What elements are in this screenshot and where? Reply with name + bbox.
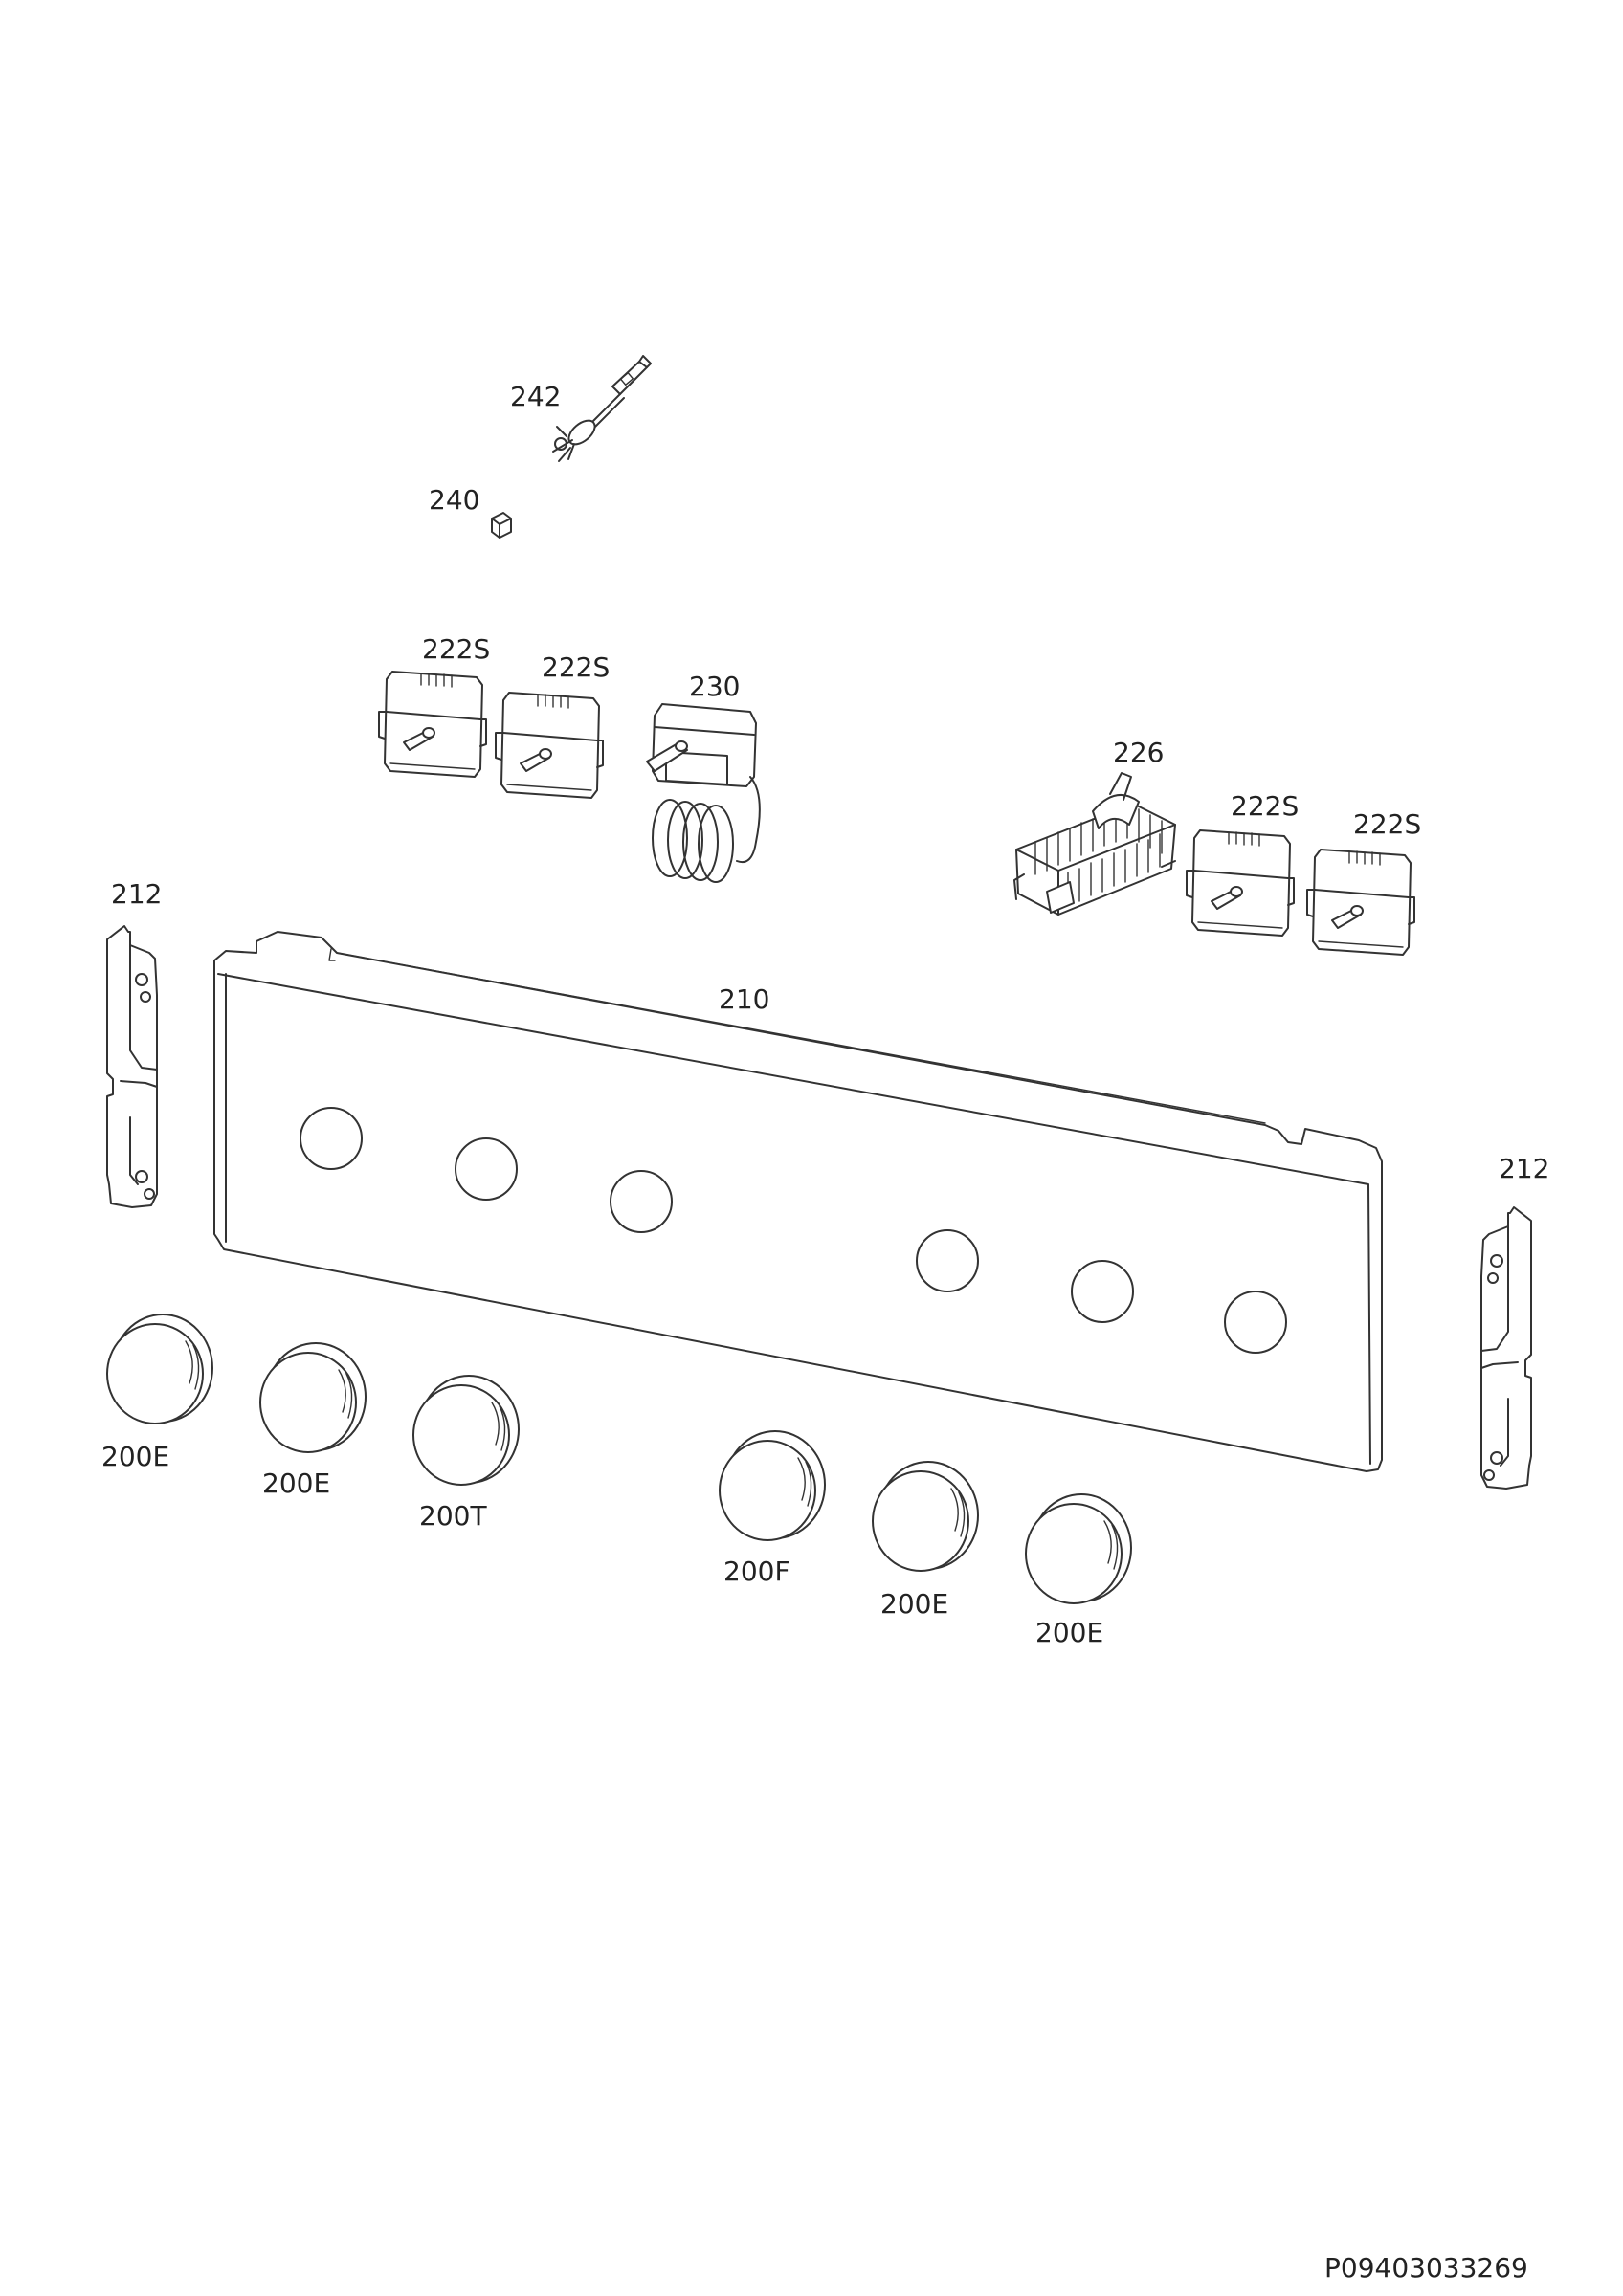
part-222s-switch-c bbox=[1186, 829, 1295, 937]
part-222s-switch-b bbox=[495, 692, 604, 799]
knob-200f-4 bbox=[719, 1430, 826, 1541]
label-230: 230 bbox=[689, 671, 740, 702]
label-222s-d: 222S bbox=[1353, 808, 1421, 840]
label-210: 210 bbox=[719, 983, 769, 1015]
label-240: 240 bbox=[429, 484, 479, 516]
label-222s-a: 222S bbox=[422, 633, 490, 665]
part-230-thermostat bbox=[646, 703, 761, 883]
label-226: 226 bbox=[1113, 737, 1164, 768]
part-212-bracket-right bbox=[1480, 1206, 1532, 1490]
label-knob-2: 200E bbox=[262, 1468, 330, 1499]
part-222s-switch-d bbox=[1306, 849, 1415, 956]
knob-200e-5 bbox=[872, 1461, 979, 1572]
label-knob-6: 200E bbox=[1035, 1617, 1103, 1648]
part-242-sensor-lead bbox=[552, 355, 652, 462]
label-knob-5: 200E bbox=[880, 1588, 948, 1620]
part-240-clip bbox=[491, 512, 512, 539]
part-210-control-panel bbox=[213, 931, 1383, 1472]
label-212-right: 212 bbox=[1499, 1153, 1549, 1184]
label-knob-1: 200E bbox=[101, 1441, 169, 1472]
label-242: 242 bbox=[510, 381, 561, 412]
label-knob-4: 200F bbox=[723, 1556, 790, 1587]
part-226-function-selector bbox=[1013, 772, 1176, 916]
knob-200e-1 bbox=[106, 1314, 213, 1424]
label-212-left: 212 bbox=[111, 878, 162, 910]
label-knob-3: 200T bbox=[419, 1500, 487, 1532]
drawing-number: P09403033269 bbox=[1324, 2252, 1528, 2284]
part-212-bracket-left bbox=[106, 925, 158, 1208]
part-222s-switch-a bbox=[378, 671, 487, 778]
knob-200t-3 bbox=[412, 1375, 520, 1486]
knob-200e-2 bbox=[259, 1342, 367, 1453]
label-222s-c: 222S bbox=[1231, 790, 1299, 822]
knob-200e-6 bbox=[1025, 1493, 1132, 1604]
label-222s-b: 222S bbox=[542, 651, 610, 683]
